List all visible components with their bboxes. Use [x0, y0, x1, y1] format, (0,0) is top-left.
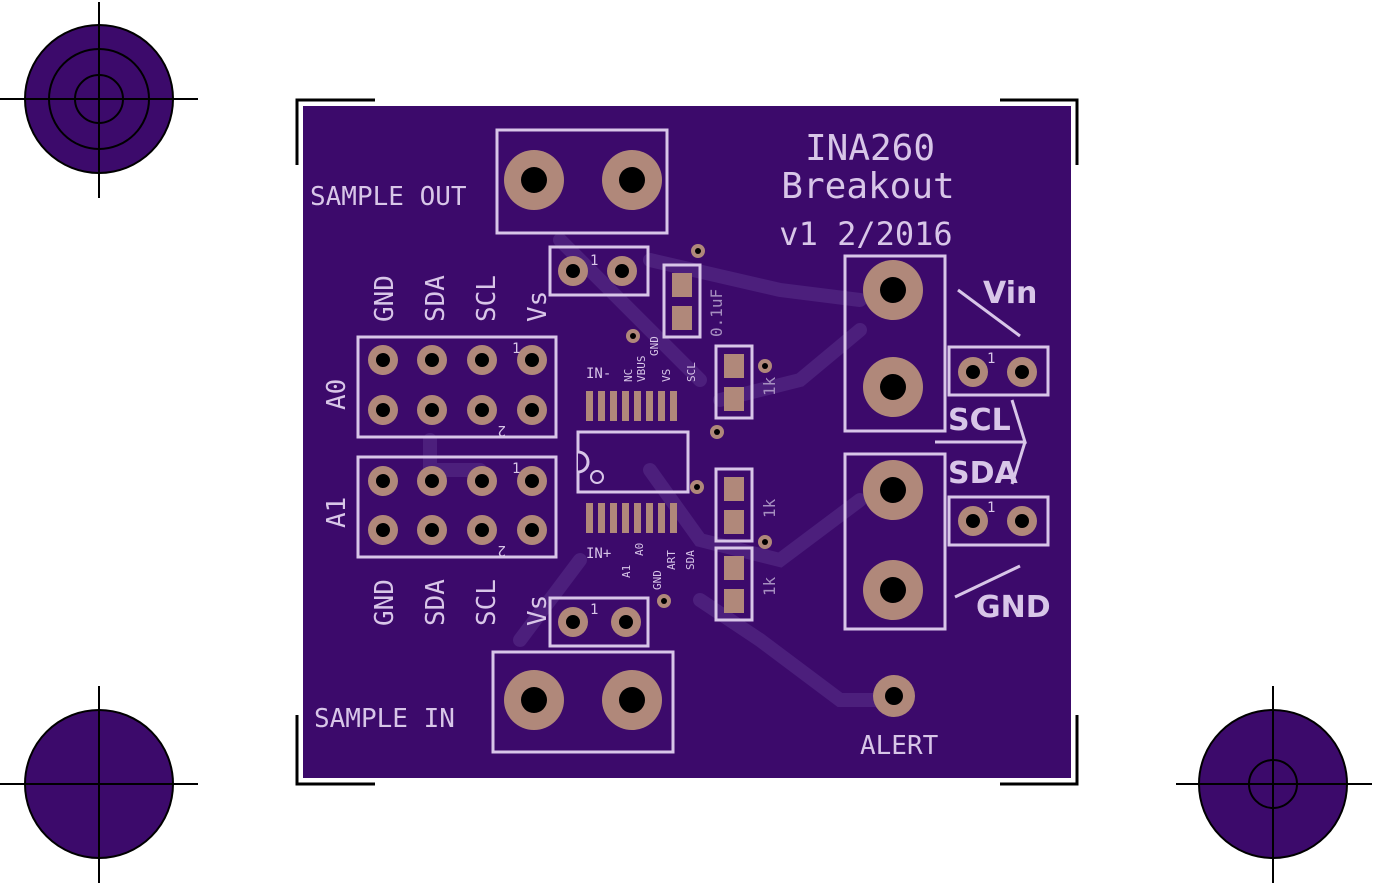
- label-sample-out: SAMPLE OUT: [310, 182, 467, 212]
- header-bottom-pin-scl: SCL: [472, 579, 502, 626]
- label-cap-value: 0.1uF: [707, 289, 726, 337]
- terminal-vin: [843, 254, 947, 433]
- header-a1-pin2-mark: 2: [498, 542, 506, 558]
- resistor-r1: [710, 344, 772, 439]
- ic-pin-a1: A1: [620, 565, 633, 578]
- board-version: v1 2/2016: [779, 215, 952, 253]
- header-top-pin-sda: SDA: [421, 275, 451, 322]
- label-a1: A1: [322, 497, 352, 528]
- jumper-vs-top: [548, 245, 650, 297]
- header-bottom-pin-sda: SDA: [421, 579, 451, 626]
- ic-pin-gnd-top: GND: [648, 336, 661, 356]
- resistor-r2: [690, 467, 772, 549]
- label-scl: SCL: [948, 403, 1011, 438]
- label-sample-in: SAMPLE IN: [314, 704, 455, 734]
- header-a1-pin1-mark: 1: [512, 461, 520, 477]
- terminal-gnd: [843, 452, 947, 631]
- jumper-scl: [947, 345, 1050, 397]
- jumper-sda: [947, 495, 1050, 547]
- ic-pin-in-minus: IN-: [586, 366, 611, 382]
- header-a0: [356, 335, 558, 439]
- header-a0-pin1-mark: 1: [512, 341, 520, 357]
- ic-pin-a0: A0: [633, 543, 646, 556]
- label-alert: ALERT: [860, 731, 939, 761]
- ic-pin-alert: ART: [665, 550, 678, 570]
- registration-mark-bottom-left: [0, 686, 198, 883]
- ic-ina260: [576, 391, 690, 533]
- jumper-top-pin1-mark: 1: [590, 253, 598, 269]
- label-res2-value: 1k: [760, 498, 779, 518]
- ic-pin-gnd-bottom: GND: [651, 570, 664, 590]
- jumper-vs-bottom: [548, 596, 650, 648]
- header-top-pin-gnd: GND: [370, 275, 400, 322]
- board-title-line2: Breakout: [781, 166, 954, 207]
- jumper-bottom-pin1-mark: 1: [590, 602, 598, 618]
- header-top-pin-scl: SCL: [472, 275, 502, 322]
- jumper-scl-pin1-mark: 1: [987, 351, 995, 367]
- silk-lines: [935, 288, 1028, 599]
- terminal-sample-in: [491, 650, 675, 754]
- registration-mark-bottom-right: [1176, 686, 1372, 883]
- label-res3-value: 1k: [760, 576, 779, 596]
- label-sda: SDA: [948, 456, 1019, 491]
- ic-pin-in-plus: IN+: [586, 546, 611, 562]
- header-a0-pin2-mark: 2: [498, 422, 506, 438]
- label-a0: A0: [322, 379, 352, 410]
- label-vs-bottom: Vs: [523, 595, 553, 626]
- capacitor-0-1uf: [662, 244, 705, 339]
- label-gnd: GND: [976, 590, 1051, 625]
- ic-pin-vs: VS: [660, 369, 673, 382]
- board-corner-brackets: [295, 98, 1079, 786]
- terminal-sample-out: [495, 128, 669, 235]
- ic-pin-vbus: VBUS: [635, 356, 648, 383]
- ic-pin-scl: SCL: [685, 362, 698, 382]
- jumper-sda-pin1-mark: 1: [987, 500, 995, 516]
- label-vs-top: Vs: [523, 291, 553, 322]
- label-vin: Vin: [983, 276, 1037, 311]
- header-a1: [356, 455, 558, 559]
- resistor-r3: [657, 546, 754, 622]
- pad-alert: [873, 675, 915, 717]
- ic-pin-nc: NC: [622, 369, 635, 382]
- ic-pin-sda: SDA: [684, 550, 697, 570]
- registration-mark-top-left: [0, 2, 198, 198]
- label-res1-value: 1k: [760, 376, 779, 396]
- board-title-line1: INA260: [805, 128, 935, 169]
- header-bottom-pin-gnd: GND: [370, 579, 400, 626]
